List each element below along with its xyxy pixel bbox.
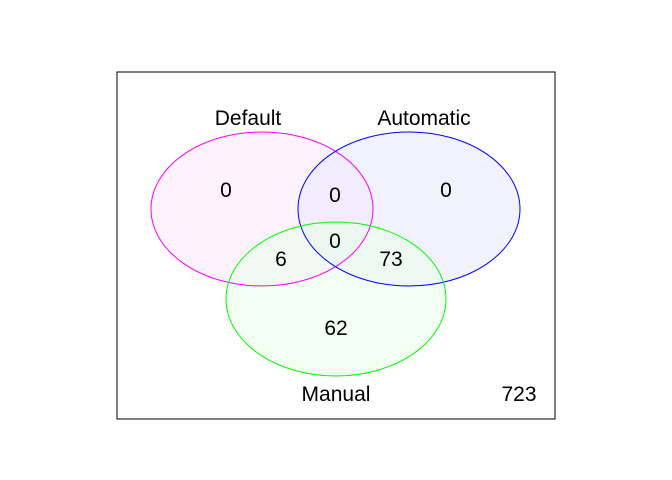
count-default-manual: 6 — [275, 248, 287, 271]
manual-set-outline — [225, 221, 447, 377]
set-label-automatic: Automatic — [377, 107, 470, 130]
set-label-default: Default — [215, 107, 282, 130]
count-default-only: 0 — [220, 179, 232, 202]
count-manual-only: 62 — [324, 317, 347, 340]
default-set-outline — [150, 131, 374, 287]
count-automatic-manual: 73 — [379, 248, 402, 271]
set-label-manual: Manual — [302, 383, 371, 406]
diagram-frame — [116, 71, 556, 420]
count-outside: 723 — [501, 383, 536, 406]
count-all-three: 0 — [329, 230, 341, 253]
manual-set-fill — [226, 222, 446, 376]
count-default-automatic: 0 — [329, 184, 341, 207]
automatic-set-outline — [297, 131, 521, 287]
count-automatic-only: 0 — [440, 179, 452, 202]
